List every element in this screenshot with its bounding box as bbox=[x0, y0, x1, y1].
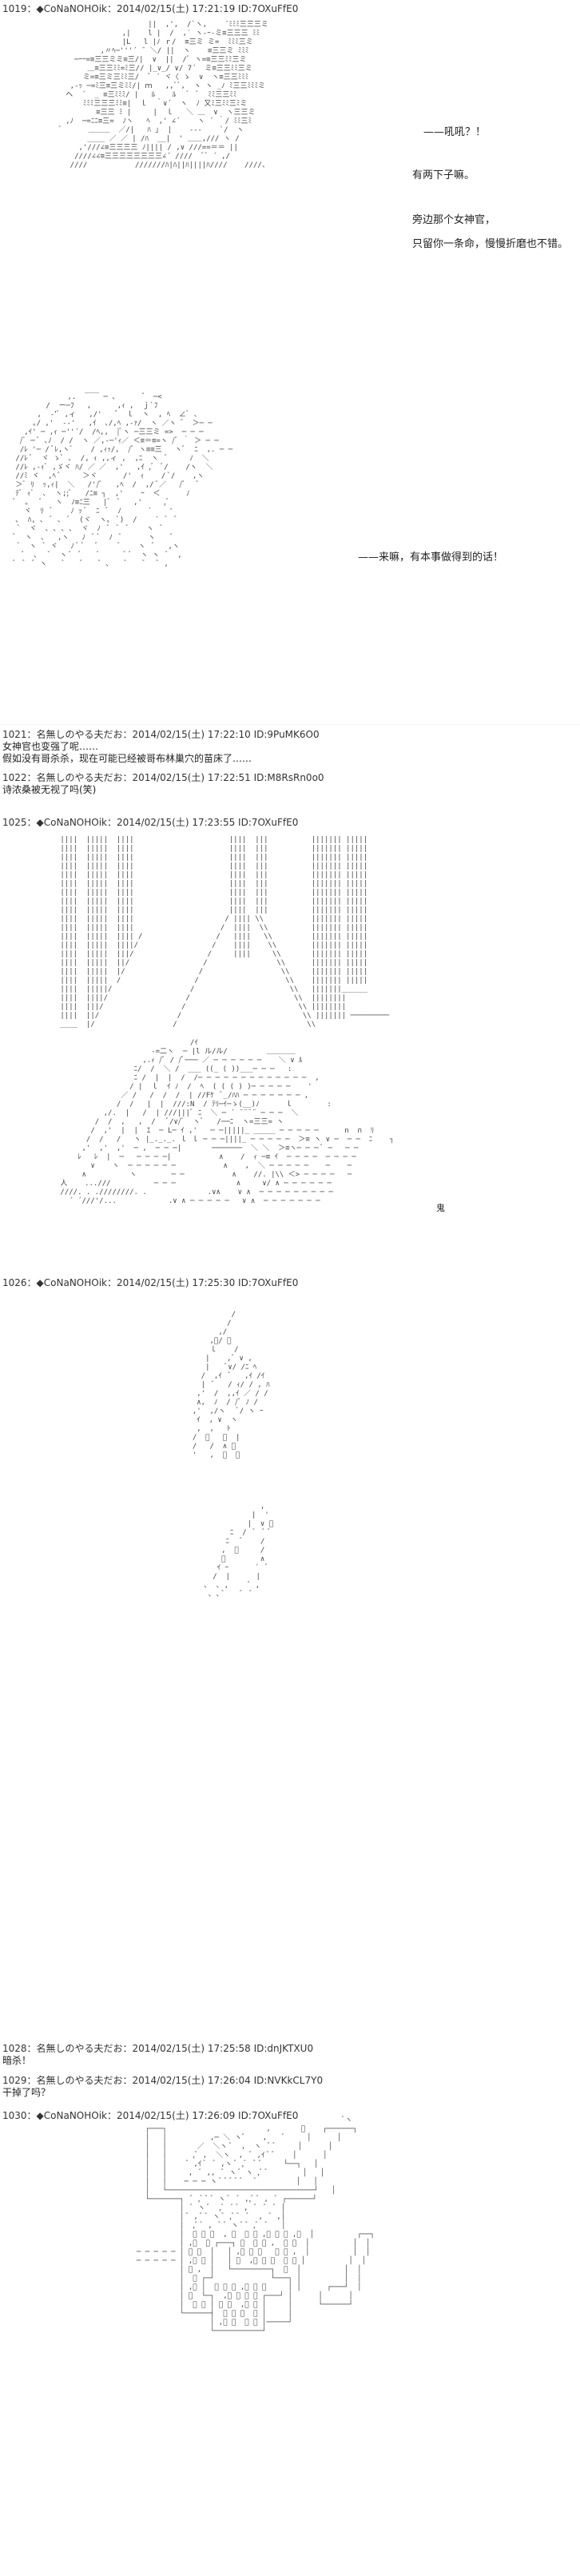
post-body-1022-line1: 诗浓桑被无视了吗(笑) bbox=[2, 784, 97, 795]
ascii-art-slash-lower: , | ' | ∨ ﾞ ﾆ / ﾞ ﾞ ﾞ ﾆ ﾞ / , ﾞ / ﾞ ∧ ｲ … bbox=[204, 1503, 274, 1599]
post-header-1026: 1026：◆CoNaNOHOik：2014/02/15(土) 17:25:30 … bbox=[2, 1277, 299, 1288]
post-header-1022: 1022：名無しのやる夫だお：2014/02/15(土) 17:22:51 ID… bbox=[2, 772, 324, 783]
dialogue-not-bad: 有两下子嘛。 bbox=[412, 169, 475, 181]
post-body-1021-line2: 假如没有哥杀杀，现在可能已经被哥布林巢穴的苗床了…… bbox=[2, 753, 252, 764]
post-header-1028: 1028：名無しのやる夫だお：2014/02/15(土) 17:25:58 ID… bbox=[2, 2043, 314, 2054]
ascii-art-goblin-slayer: ,. ￣￣ ─ ､ ゛ ─< / ー─ﾌ , ,ｨ , ｊ`ﾌ , -'ﾞ ,ィ… bbox=[11, 393, 233, 568]
post-body-1028-line1: 暗杀！ bbox=[2, 2055, 32, 2066]
post-body-1029-line1: 干掉了吗？ bbox=[2, 2087, 51, 2098]
aa-oni-label: 鬼 bbox=[436, 1203, 445, 1213]
post-header-1021: 1021：名無しのやる夫だお：2014/02/15(土) 17:22:10 ID… bbox=[2, 729, 320, 740]
ascii-art-stab: ﾞヽ ┌───┐ , ﾞ ┌──────┐ │ │ ,─ ＼ ヽﾞ , ﾞ │ … bbox=[136, 2116, 375, 2335]
dialogue-come-on: ——来嘛，有本事做得到的话！ bbox=[358, 551, 504, 563]
post-header-1030: 1030：◆CoNaNOHOik：2014/02/15(土) 17:26:09 … bbox=[2, 2110, 299, 2121]
post-header-1025: 1025：◆CoNaNOHOik：2014/02/15(土) 17:23:55 … bbox=[2, 817, 299, 828]
post-header-1019: 1019：◆CoNaNOHOik：2014/02/15(土) 17:21:19 … bbox=[2, 3, 299, 14]
post-body-1021-line1: 女神官也变强了呢…… bbox=[2, 741, 99, 752]
dialogue-huhu: ——吼吼？！ bbox=[423, 126, 487, 138]
ascii-art-slash: / / ,/ ,ﾞ/ ﾞ ｌ / | ,ﾞ ∨ , | ﾞ∨/ /ﾆ ﾍ / ,… bbox=[192, 1311, 270, 1459]
ascii-art-battle: /ｲ -=二ヽ ─ |l ル/ル/ ＿＿＿＿ ,.ｨ /ﾞ / /ﾞ─── ／ … bbox=[60, 1039, 395, 1205]
dialogue-priestess: 旁边那个女神官， bbox=[412, 214, 496, 226]
separator bbox=[0, 724, 580, 725]
dialogue-torture: 只留你一条命，慢慢折磨也不错。 bbox=[412, 238, 569, 250]
post-header-1029: 1029：名無しのやる夫だお：2014/02/15(土) 17:26:04 ID… bbox=[2, 2075, 324, 2086]
ascii-art-clash: |||| ||||| |||| |||| ||| ||||||| ||||| |… bbox=[60, 836, 390, 1029]
ascii-art-goblin-lord: || ,', /`ヽ, ´ﾐﾐﾐ三三三ミ ,| l | / ,′ ヽ-ｰ‐ミ≡三… bbox=[57, 21, 269, 169]
